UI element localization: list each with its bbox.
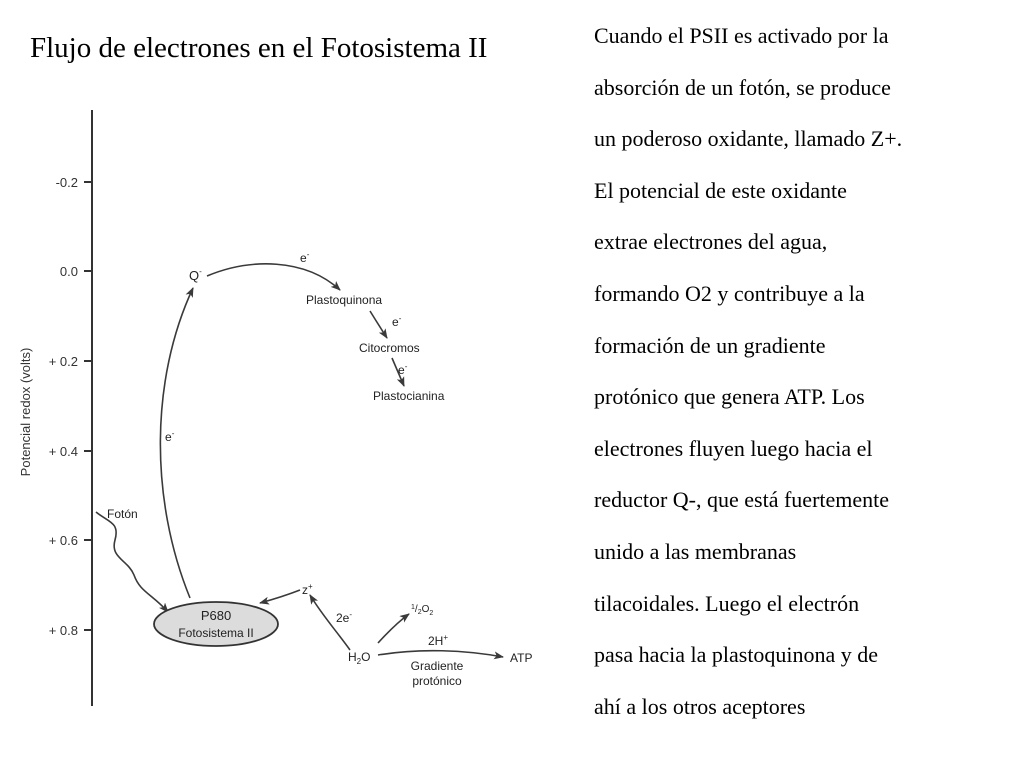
arrow-gradient-to-atp <box>377 649 504 660</box>
tick-label: 0.0 <box>60 264 78 279</box>
foton-label: Fotón <box>107 507 138 521</box>
water-label: H2O <box>348 650 370 666</box>
tick-label: + 0.4 <box>49 444 78 459</box>
p680-label: P680 <box>201 608 231 623</box>
half-oxygen-label: 1/2O2 <box>411 604 433 617</box>
body-line: pasa hacia la plastoquinona y de <box>594 642 879 668</box>
body-line: extrae electrones del agua, <box>594 229 828 255</box>
electron-label-top: e- <box>300 250 310 265</box>
arrow-q-to-plastoquinona <box>206 263 341 291</box>
body-line: electrones fluyen luego hacia el <box>594 435 873 461</box>
body-line: unido a las membranas <box>594 538 797 564</box>
photosystem-diagram: -0.2 0.0 + 0.2 + 0.4 + 0.6 + 0.8 Potenci… <box>18 110 532 706</box>
gradiente-label: Gradiente <box>411 659 464 673</box>
body-line: reductor Q-, que está fuertemente <box>594 487 890 513</box>
axis-label: Potencial redox (volts) <box>18 348 33 477</box>
body-line: formación de un gradiente <box>594 332 826 358</box>
slide-title: Flujo de electrones en el Fotosistema II <box>30 32 488 64</box>
tick-label: + 0.2 <box>49 354 78 369</box>
body-line: ahí a los otros aceptores <box>594 693 806 719</box>
protonico-label: protónico <box>412 674 462 688</box>
photon-wave <box>95 511 169 613</box>
body-line: protónico que genera ATP. Los <box>594 384 865 410</box>
body-line: Cuando el PSII es activado por la <box>594 23 889 48</box>
tick-label: + 0.6 <box>49 533 78 548</box>
arrow-p680-to-q <box>159 287 194 599</box>
two-electrons-label: 2e- <box>336 610 352 625</box>
plastoquinona-label: Plastoquinona <box>306 293 382 307</box>
electron-label-plasto: e- <box>392 314 402 329</box>
arrow-h2o-to-z <box>309 594 351 651</box>
two-protons-label: 2H+ <box>428 633 448 648</box>
body-line: absorción de un fotón, se produce <box>594 74 891 100</box>
arrow-z-to-p680 <box>259 589 301 605</box>
plastocianina-label: Plastocianina <box>373 389 445 403</box>
p680-ellipse <box>153 601 279 647</box>
z-plus-label: z+ <box>302 582 313 597</box>
tick-label: + 0.8 <box>49 623 78 638</box>
body-line: El potencial de este oxidante <box>594 177 847 203</box>
fotosistema-label: Fotosistema II <box>178 626 253 640</box>
q-minus-label: Q- <box>189 267 202 283</box>
arrow-plastoquinona-to-citocromos <box>369 310 388 339</box>
electron-label-cito: e- <box>398 362 408 377</box>
body-line: tilacoidales. Luego el electrón <box>594 590 860 616</box>
tick-label: -0.2 <box>56 175 78 190</box>
citocromos-label: Citocromos <box>359 341 420 355</box>
body-line: formando O2 y contribuye a la <box>594 280 865 306</box>
atp-label: ATP <box>510 651 532 665</box>
electron-label-left: e- <box>165 429 175 444</box>
arrow-h2o-to-o2 <box>377 613 410 644</box>
body-text: Cuando el PSII es activado por la absorc… <box>594 12 1014 734</box>
body-line: un poderoso oxidante, llamado Z+. <box>594 126 903 152</box>
arrow-citocromos-to-plastocianina <box>391 357 405 387</box>
